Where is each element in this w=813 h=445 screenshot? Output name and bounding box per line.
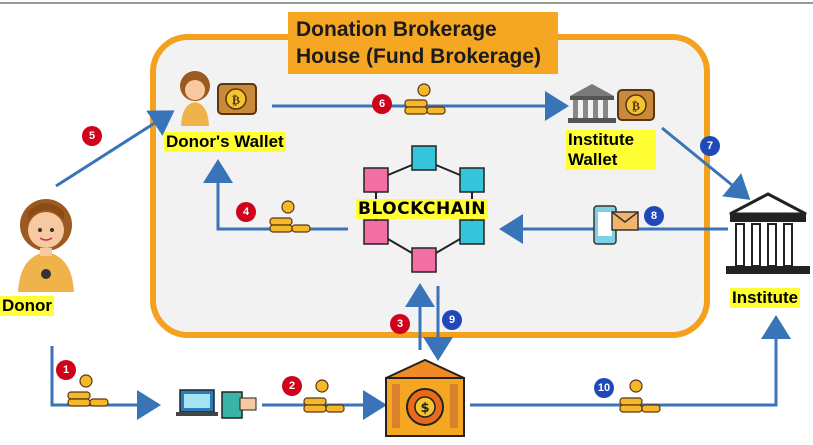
donor-label: Donor bbox=[0, 296, 55, 316]
step-4-badge: 4 bbox=[236, 202, 256, 222]
step-2-badge: 2 bbox=[282, 376, 302, 396]
step-5-badge: 5 bbox=[82, 126, 102, 146]
step-6-badge: 6 bbox=[372, 94, 392, 114]
arrow-7 bbox=[661, 126, 751, 200]
svg-text:₿: ₿ bbox=[232, 93, 240, 107]
step-10-badge: 10 bbox=[594, 378, 614, 398]
institute-label: Institute bbox=[730, 288, 801, 308]
svg-text:₿: ₿ bbox=[632, 99, 640, 113]
arrow-5 bbox=[55, 110, 175, 188]
donor-wallet-label: Donor's Wallet bbox=[164, 132, 286, 152]
institute-wallet-label: Institute Wallet bbox=[566, 130, 656, 170]
top-divider bbox=[0, 2, 813, 4]
blockchain-label: BLOCKCHAIN bbox=[356, 199, 488, 219]
step-7-badge: 7 bbox=[700, 136, 720, 156]
arrow-10 bbox=[470, 315, 791, 407]
step-9-badge: 9 bbox=[442, 310, 462, 330]
step-1-badge: 1 bbox=[56, 360, 76, 380]
step-3-badge: 3 bbox=[390, 314, 410, 334]
step-8-badge: 8 bbox=[644, 206, 664, 226]
svg-text:$: $ bbox=[420, 401, 429, 416]
arrow-1 bbox=[50, 346, 161, 420]
diagram-title: Donation Brokerage House (Fund Brokerage… bbox=[288, 12, 558, 74]
